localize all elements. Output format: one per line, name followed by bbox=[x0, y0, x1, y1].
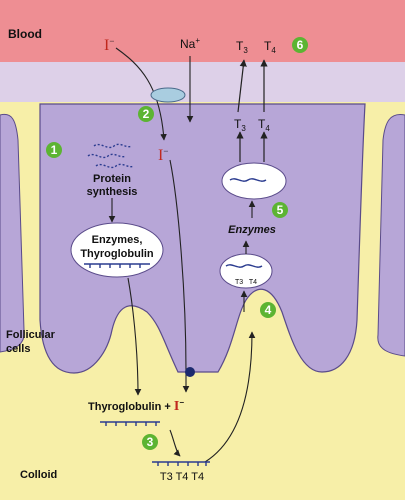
colloid-label: Colloid bbox=[20, 469, 57, 481]
follicular-cell bbox=[39, 103, 366, 374]
iodination-arrow bbox=[169, 429, 181, 457]
colloid-to-endocytosis-arrow bbox=[204, 331, 256, 463]
enzymes-thyroglobulin-line1: Enzymes, bbox=[92, 234, 143, 246]
iodide-cell-label: I− bbox=[158, 146, 168, 164]
svg-text:4: 4 bbox=[265, 303, 272, 317]
protein-synthesis-line2: synthesis bbox=[87, 186, 138, 198]
blood-region bbox=[0, 0, 405, 62]
vesicle-to-colloid-arrow bbox=[127, 277, 142, 396]
colloid-product-label: T3 T4 T4 bbox=[160, 471, 204, 483]
enzymes-thyroglobulin-line2: Thyroglobulin bbox=[80, 248, 154, 260]
apical-pump bbox=[185, 367, 195, 377]
t3-exit-arrow bbox=[237, 59, 247, 113]
right-neighbor-cell bbox=[377, 113, 405, 357]
vesicle-strand-top bbox=[229, 178, 267, 182]
colloid-thyroglobulin-chain bbox=[100, 421, 160, 426]
iodide-transport-line bbox=[169, 159, 187, 373]
step-badge-4: 4 bbox=[260, 302, 276, 318]
cell-t4-label: T4 bbox=[258, 117, 270, 133]
hormone-release-vesicle bbox=[221, 162, 287, 200]
svg-text:3: 3 bbox=[147, 435, 154, 449]
colloid-iodinated-chain bbox=[152, 461, 210, 466]
follicular-label-line1: Follicular bbox=[6, 329, 56, 341]
protein-synthesis-line1: Protein bbox=[93, 173, 131, 185]
sodium-label: Na+ bbox=[180, 36, 200, 51]
svg-text:6: 6 bbox=[297, 38, 304, 52]
step-badge-2: 2 bbox=[138, 106, 154, 122]
svg-text:2: 2 bbox=[143, 107, 150, 121]
left-neighbor-cell bbox=[0, 113, 25, 353]
blood-t4-label: T4 bbox=[264, 39, 276, 55]
svg-text:1: 1 bbox=[51, 143, 58, 157]
step-badge-1: 1 bbox=[46, 142, 62, 158]
vesicle-strand-bottom bbox=[225, 264, 263, 268]
step-badge-5: 5 bbox=[272, 202, 288, 218]
thyroglobulin-chain bbox=[84, 263, 150, 268]
iodide-blood-label: I− bbox=[104, 36, 114, 54]
mrna-strands bbox=[87, 143, 135, 169]
iodide-entry-arrow bbox=[115, 47, 167, 141]
svg-text:5: 5 bbox=[277, 203, 284, 217]
step-badge-3: 3 bbox=[142, 434, 158, 450]
interstitial-band bbox=[0, 62, 405, 102]
cell-t3-label: T3 bbox=[234, 117, 246, 133]
step-badge-6: 6 bbox=[292, 37, 308, 53]
blood-t3-label: T3 bbox=[236, 39, 248, 55]
enzymes-label: Enzymes bbox=[228, 224, 276, 236]
vesicle-hormones-label: T3 T4 bbox=[235, 279, 257, 286]
nis-transporter bbox=[150, 87, 186, 103]
thyroglobulin-plus-iodide-label: Thyroglobulin + I− bbox=[88, 398, 184, 414]
blood-label: Blood bbox=[8, 27, 42, 41]
follicular-label-line2: cells bbox=[6, 343, 30, 355]
